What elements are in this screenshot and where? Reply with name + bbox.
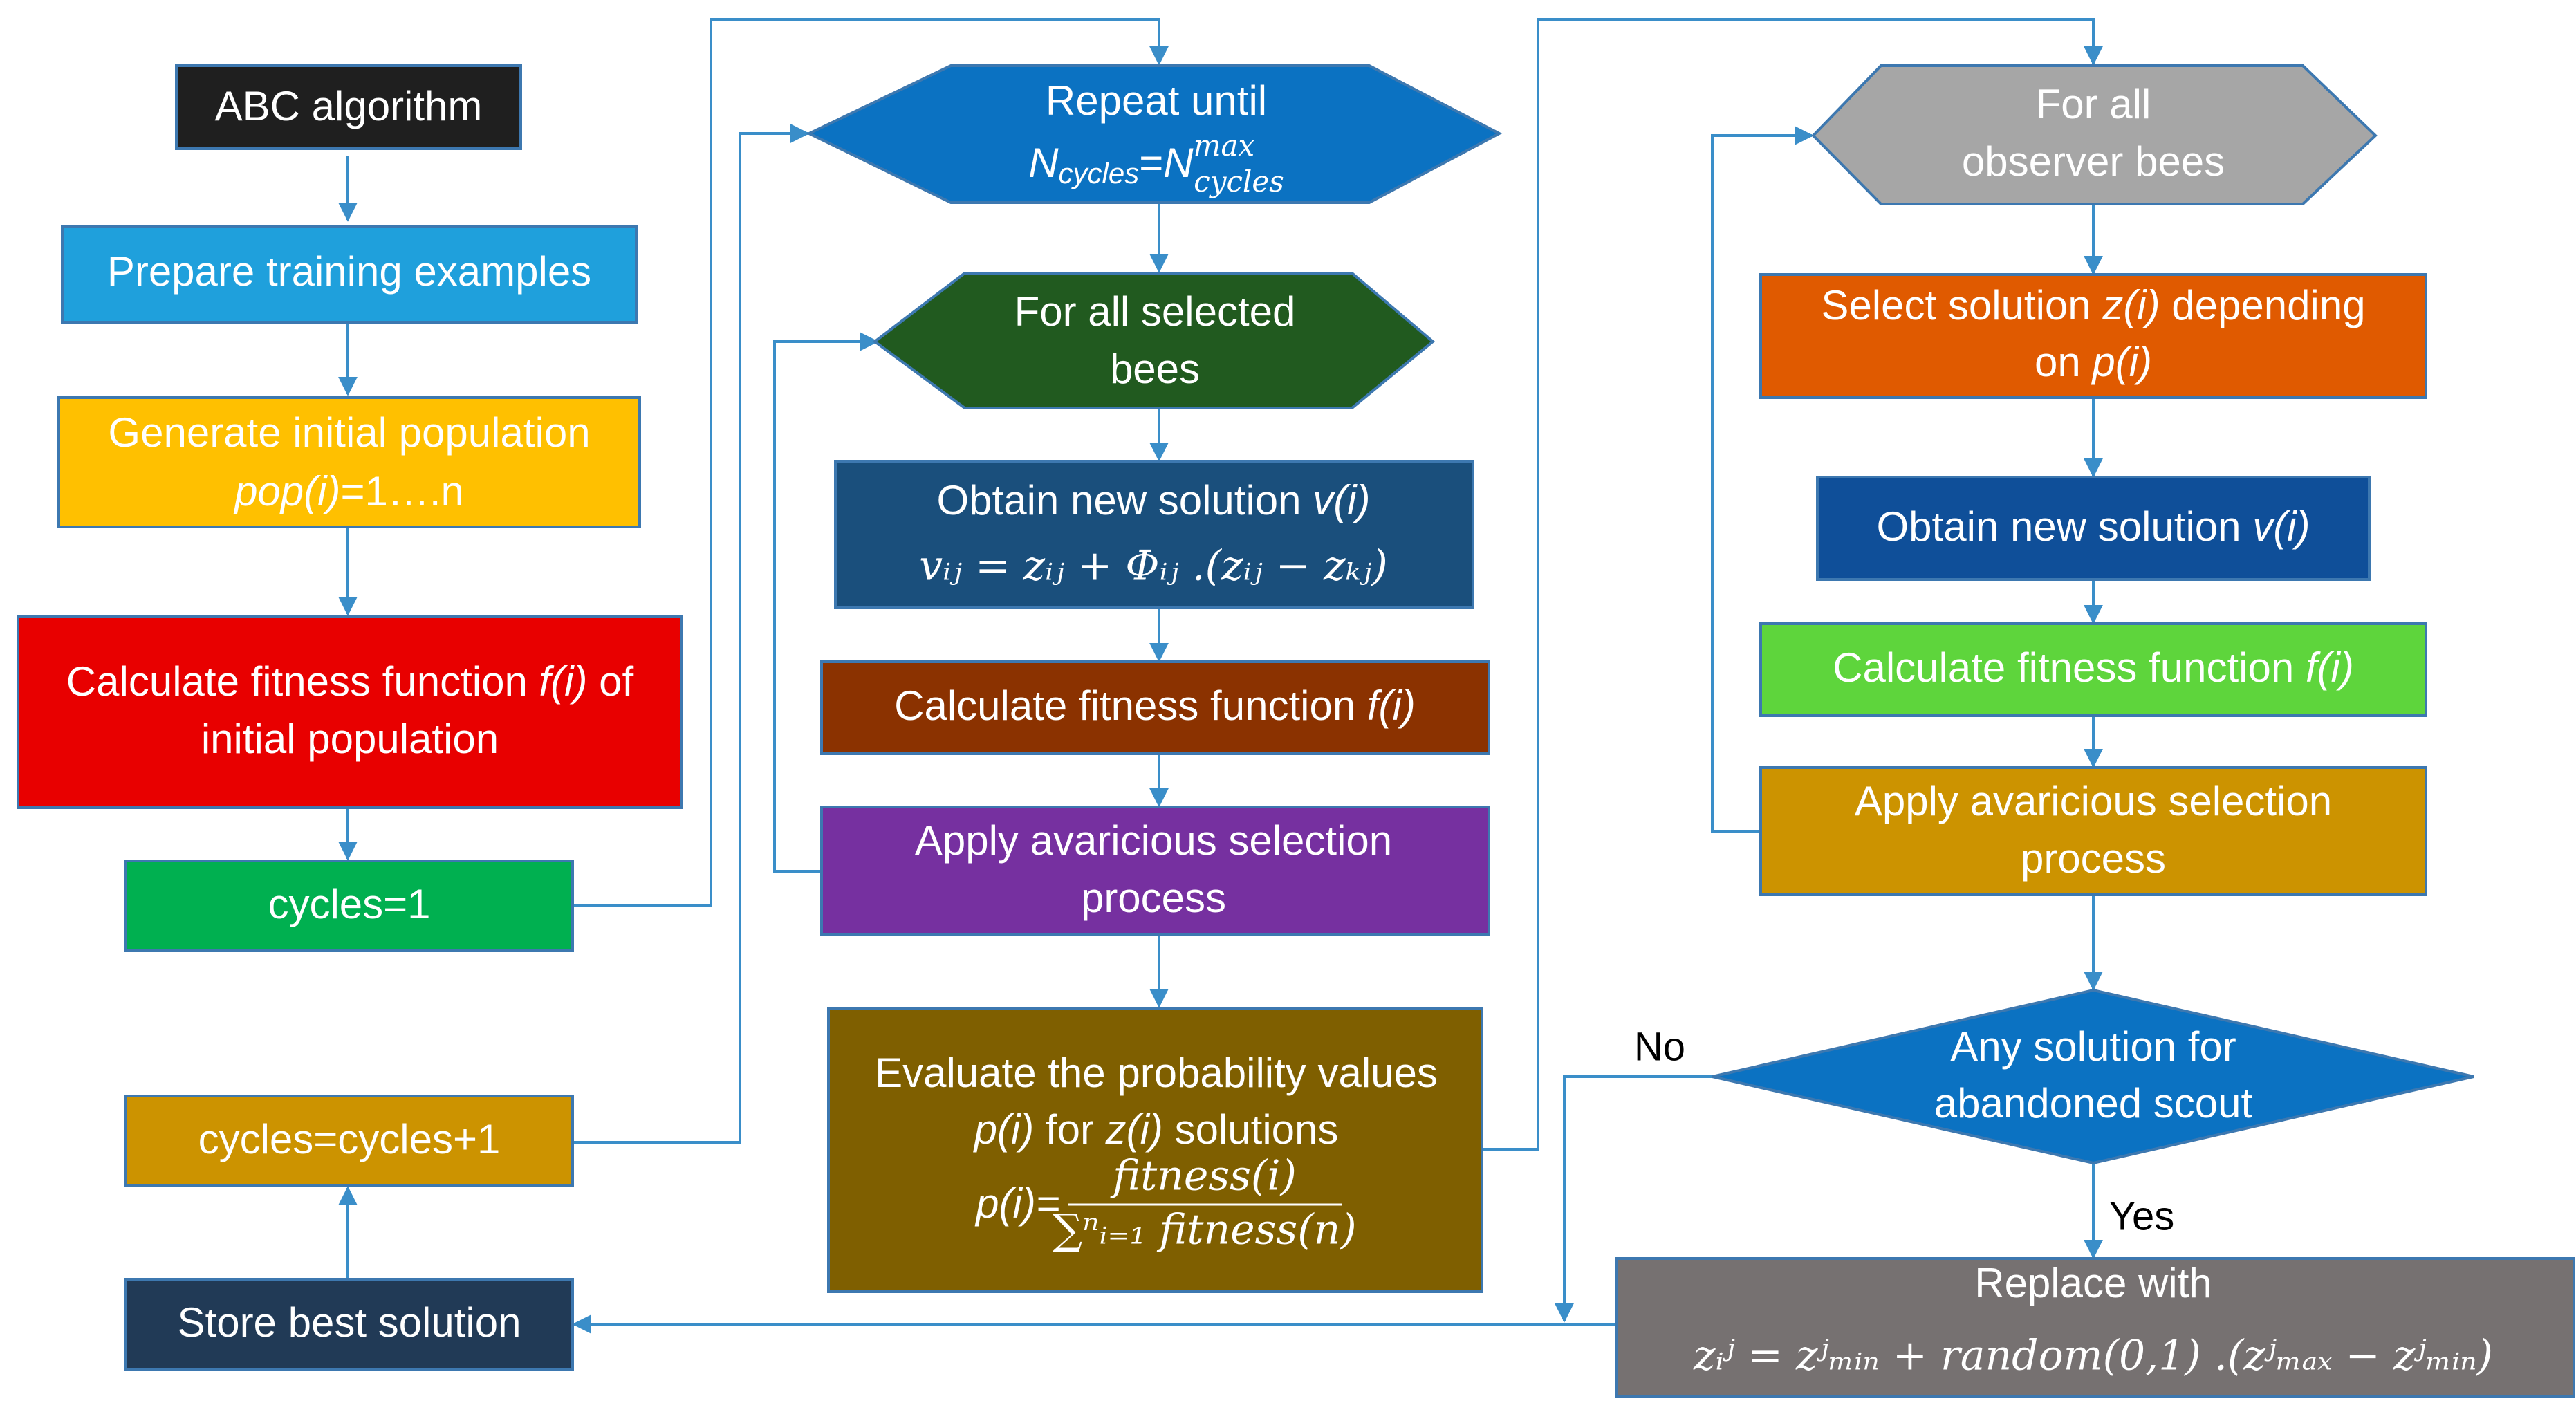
svg-text:initial population: initial population: [201, 716, 499, 762]
svg-text:p(i)=: p(i)=: [974, 1180, 1060, 1227]
svg-text:fitness(i): fitness(i): [1110, 1152, 1297, 1200]
svg-text:process: process: [2021, 835, 2166, 882]
svg-text:Apply avaricious selection: Apply avaricious selection: [1855, 778, 2332, 824]
node-generate-population: Generate initial population pop(i)=1….n: [57, 396, 641, 528]
node-calc-initial-fitness: Calculate fitness function f(i) of initi…: [17, 615, 683, 809]
svg-text:Repeat until: Repeat until: [1046, 77, 1267, 124]
node-store-best-solution: Store best solution: [124, 1278, 574, 1371]
edge-cycles1-to-repeat: [574, 18, 1169, 907]
svg-text:Store best solution: Store best solution: [178, 1299, 521, 1346]
svg-text:Calculate fitness function f(i: Calculate fitness function f(i) of: [66, 658, 634, 705]
svg-text:zᵢʲ = zʲₘᵢₙ + random(0,1) .(zʲ: zᵢʲ = zʲₘᵢₙ + random(0,1) .(zʲₘₐₓ − zʲₘᵢ…: [1693, 1332, 2493, 1380]
svg-text:p(i) for z(i) solutions: p(i) for z(i) solutions: [973, 1106, 1339, 1153]
svg-text:vᵢⱼ = zᵢⱼ + Φᵢⱼ .(zᵢⱼ − zₖⱼ): vᵢⱼ = zᵢⱼ + Φᵢⱼ .(zᵢⱼ − zₖⱼ): [919, 542, 1388, 591]
node-cycles-1: cycles=1: [124, 860, 574, 952]
svg-text:Obtain new solution v(i): Obtain new solution v(i): [1877, 503, 2310, 550]
node-obtain-new-solution-mid: Obtain new solution v(i) vᵢⱼ = zᵢⱼ + Φᵢⱼ…: [834, 460, 1474, 609]
svg-text:cycles=1: cycles=1: [268, 881, 430, 927]
node-apply-selection-right: Apply avaricious selection process: [1759, 766, 2427, 896]
svg-text:bees: bees: [1110, 346, 1200, 392]
node-cycles-increment: cycles=cycles+1: [124, 1095, 574, 1187]
svg-text:For all selected: For all selected: [1014, 288, 1296, 335]
edge-evaluate-to-observer: [1483, 18, 2103, 1151]
svg-text:Apply avaricious selection: Apply avaricious selection: [915, 817, 1392, 864]
svg-text:Replace with: Replace with: [1974, 1260, 2212, 1306]
node-obtain-new-solution-right: Obtain new solution v(i): [1816, 476, 2371, 581]
svg-text:abandoned scout: abandoned scout: [1934, 1080, 2253, 1126]
node-select-solution: Select solution z(i) depending on p(i): [1759, 273, 2427, 399]
edge-apply-loop-to-selected: [773, 332, 879, 873]
node-abc-algorithm: ABC algorithm: [175, 64, 522, 150]
svg-text:Calculate fitness function f(i: Calculate fitness function f(i): [1833, 644, 2354, 691]
svg-text:ABC algorithm: ABC algorithm: [215, 83, 483, 129]
edge-scout-no-to-store: [1555, 1075, 1712, 1323]
edge-label-no: No: [1634, 1024, 1685, 1069]
node-for-all-selected-bees: For all selected bees: [872, 272, 1436, 409]
svg-text:Obtain new solution v(i): Obtain new solution v(i): [937, 477, 1371, 523]
svg-text:∑ⁿᵢ₌₁ fitness(n): ∑ⁿᵢ₌₁ fitness(n): [1053, 1206, 1356, 1254]
svg-text:For all: For all: [2036, 81, 2151, 127]
node-abandoned-scout-decision: Any solution for abandoned scout: [1712, 988, 2474, 1165]
svg-text:Select solution z(i) depending: Select solution z(i) depending: [1821, 282, 2365, 328]
svg-text:Any solution for: Any solution for: [1950, 1023, 2236, 1070]
edge-cyclesinc-to-repeat: [574, 124, 810, 1144]
edge-apply-loop-to-observer: [1711, 126, 1814, 833]
svg-text:cycles=cycles+1: cycles=cycles+1: [198, 1116, 501, 1162]
node-apply-selection-mid: Apply avaricious selection process: [820, 806, 1490, 936]
edge-label-yes: Yes: [2109, 1193, 2175, 1238]
svg-text:on p(i): on p(i): [2035, 339, 2152, 385]
svg-text:Prepare training examples: Prepare training examples: [107, 248, 591, 295]
node-evaluate-probability: Evaluate the probability values p(i) for…: [827, 1007, 1483, 1293]
svg-text:process: process: [1081, 875, 1226, 921]
node-calc-fitness-right: Calculate fitness function f(i): [1759, 622, 2427, 717]
svg-text:Calculate fitness function f(i: Calculate fitness function f(i): [894, 682, 1416, 729]
connectors: [338, 18, 2103, 1334]
svg-text:observer bees: observer bees: [1962, 138, 2225, 185]
node-prepare-training: Prepare training examples: [61, 225, 638, 324]
svg-text:Generate initial population: Generate initial population: [108, 409, 590, 456]
svg-text:Evaluate the probability value: Evaluate the probability values: [875, 1050, 1438, 1096]
svg-text:pop(i)=1….n: pop(i)=1….n: [233, 468, 464, 514]
node-replace-with: Replace with zᵢʲ = zʲₘᵢₙ + random(0,1) .…: [1615, 1257, 2575, 1398]
node-calc-fitness-mid: Calculate fitness function f(i): [820, 660, 1490, 755]
node-for-all-observer-bees: For all observer bees: [1811, 64, 2378, 205]
